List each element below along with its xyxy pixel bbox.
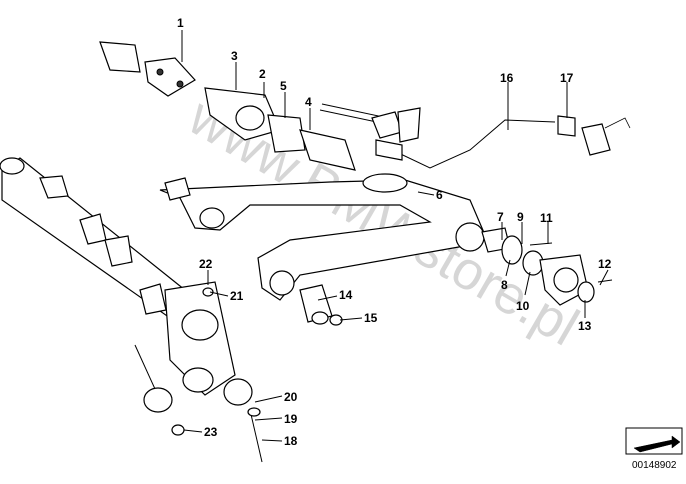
callout-22[interactable]: 22 (199, 257, 213, 271)
callout-14[interactable]: 14 (339, 288, 353, 302)
callout-11[interactable]: 11 (540, 211, 553, 225)
arrow-slope-icon (633, 435, 681, 453)
diagram-code: 00148902 (632, 460, 677, 471)
callout-12[interactable]: 12 (598, 257, 612, 271)
frame-tube (0, 157, 236, 396)
callout-7[interactable]: 7 (497, 210, 504, 224)
callout-8[interactable]: 8 (501, 278, 508, 292)
callout-17[interactable]: 17 (560, 71, 574, 85)
callout-18[interactable]: 18 (284, 434, 298, 448)
callout-3[interactable]: 3 (231, 49, 238, 63)
callout-1[interactable]: 1 (177, 16, 184, 30)
callout-15[interactable]: 15 (364, 311, 378, 325)
callout-2[interactable]: 2 (259, 67, 266, 81)
drive-shaft-assembly (99, 41, 421, 171)
callout-19[interactable]: 19 (284, 412, 298, 426)
final-drive-hub (481, 227, 613, 306)
callout-21[interactable]: 21 (230, 289, 244, 303)
callout-5[interactable]: 5 (280, 79, 287, 93)
shock-mounts (134, 287, 263, 463)
callout-9[interactable]: 9 (517, 210, 524, 224)
leader-lines (181, 30, 609, 442)
callout-labels: 1 2 3 4 5 6 7 8 9 10 11 12 13 14 15 16 1… (177, 16, 612, 448)
nav-badge[interactable] (625, 427, 683, 455)
callout-23[interactable]: 23 (204, 425, 218, 439)
callout-13[interactable]: 13 (578, 319, 592, 333)
callout-4[interactable]: 4 (305, 95, 312, 109)
callout-20[interactable]: 20 (284, 390, 298, 404)
callout-10[interactable]: 10 (516, 299, 530, 313)
pivot-bolts (299, 284, 343, 326)
brake-rod (375, 115, 631, 169)
callout-16[interactable]: 16 (500, 71, 514, 85)
swing-arm (159, 173, 486, 301)
callout-6[interactable]: 6 (436, 188, 443, 202)
